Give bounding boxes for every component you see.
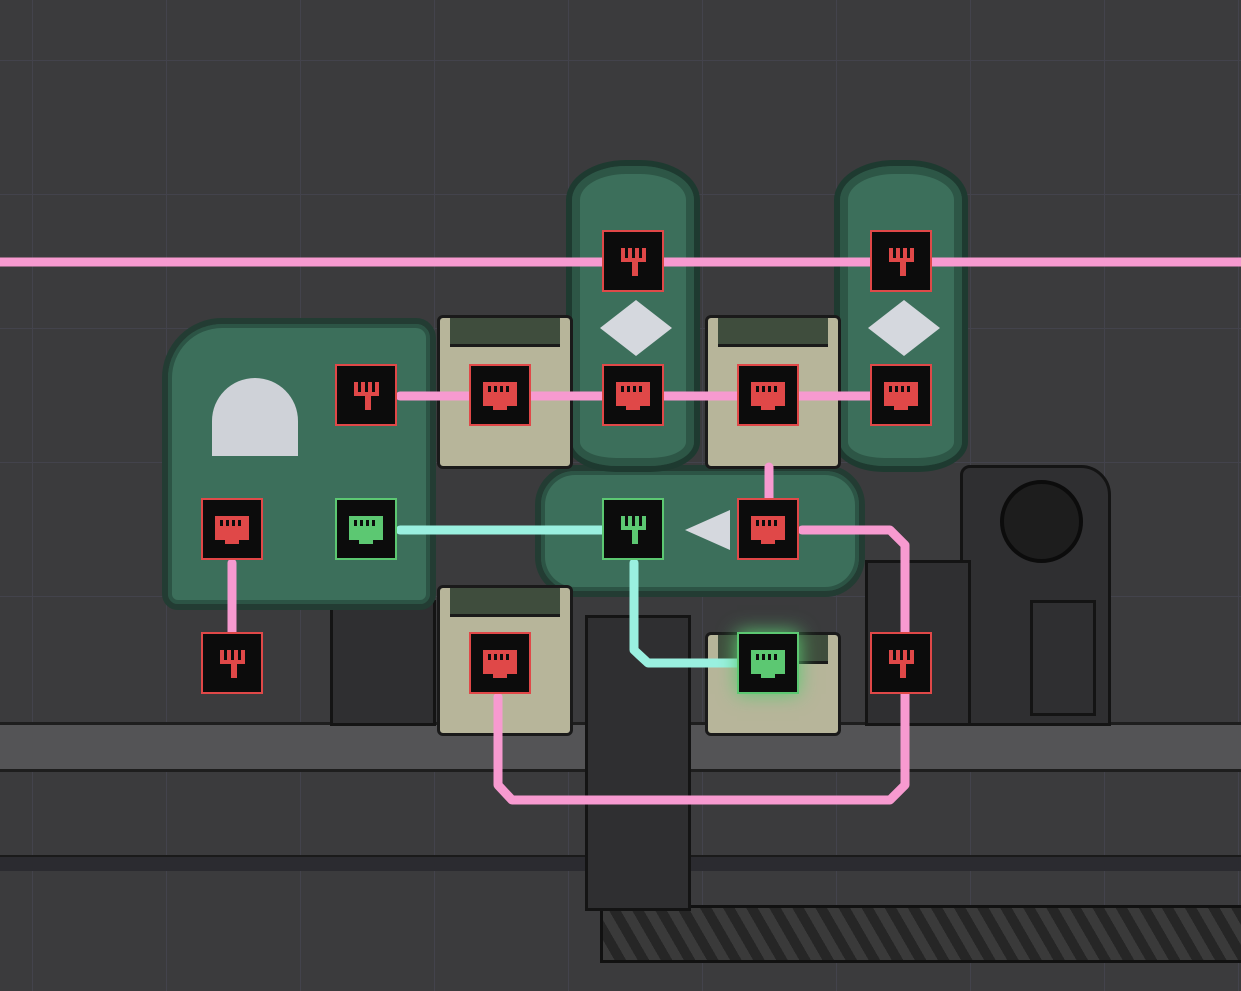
storage-machine: [330, 600, 436, 726]
output-port-icon: [220, 650, 245, 678]
and-gate-output-port[interactable]: [602, 230, 664, 292]
generator-panel: [1030, 600, 1096, 716]
input-port-icon: [616, 382, 650, 410]
and-gate-diamond-icon: [600, 300, 672, 356]
input-port-icon: [349, 516, 383, 544]
output-port-icon: [889, 248, 914, 276]
wire-loop: [493, 525, 910, 805]
input-port-icon: [483, 650, 517, 678]
output-port-icon: [889, 650, 914, 678]
generator-output-port[interactable]: [870, 632, 932, 694]
and-gate-diamond-icon: [868, 300, 940, 356]
output-port-icon: [621, 248, 646, 276]
not-gate-arrow-icon: [685, 510, 730, 550]
storage-output-port[interactable]: [201, 632, 263, 694]
output-port-icon: [354, 382, 379, 410]
input-port-icon: [884, 382, 918, 410]
gate-symbols: [600, 300, 940, 550]
and-gate-output-port[interactable]: [870, 230, 932, 292]
generator-port: [1000, 480, 1083, 563]
gas-pipe: [600, 905, 1241, 963]
switch-input-port-active[interactable]: [737, 632, 799, 694]
not-gate-output-port[interactable]: [602, 498, 664, 560]
and-gate-input-port[interactable]: [602, 364, 664, 426]
input-port-icon: [483, 382, 517, 410]
input-port-icon: [751, 516, 785, 544]
switch-input-port[interactable]: [469, 632, 531, 694]
not-gate-input-port[interactable]: [737, 498, 799, 560]
wire-green-2: [629, 558, 742, 668]
output-port-icon: [621, 516, 646, 544]
sensor-input-port[interactable]: [201, 498, 263, 560]
switch-input-port[interactable]: [737, 364, 799, 426]
sensor-input-port-active[interactable]: [335, 498, 397, 560]
and-gate-input-port[interactable]: [870, 364, 932, 426]
input-port-icon: [751, 382, 785, 410]
sensor-dome: [212, 378, 298, 456]
sensor-output-port[interactable]: [335, 364, 397, 426]
switch-building-3[interactable]: [437, 585, 573, 736]
switch-input-port[interactable]: [469, 364, 531, 426]
input-port-icon: [751, 650, 785, 678]
input-port-icon: [215, 516, 249, 544]
